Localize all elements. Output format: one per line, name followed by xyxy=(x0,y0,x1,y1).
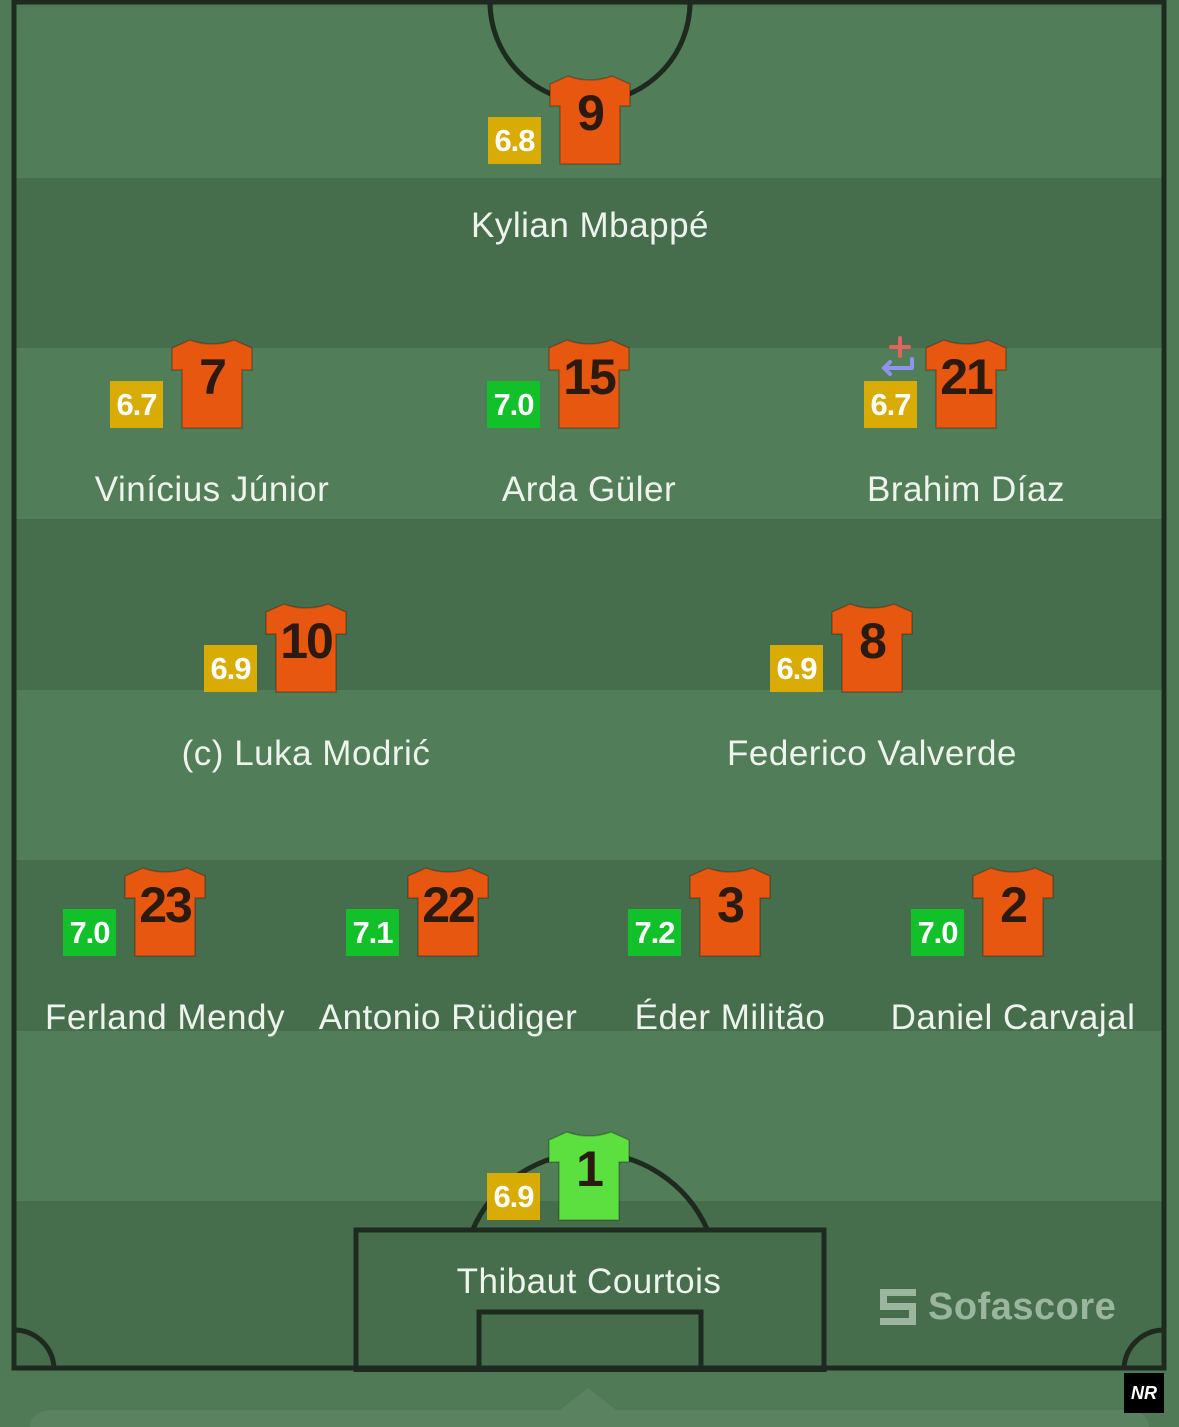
player-rating-badge: 6.7 xyxy=(110,381,163,428)
shirt-number: 9 xyxy=(577,85,605,141)
shirt-number: 15 xyxy=(563,349,617,405)
player-name: Federico Valverde xyxy=(727,734,1017,773)
shirt-number: 2 xyxy=(1000,877,1028,933)
sofascore-logo-text: Sofascore xyxy=(928,1285,1117,1328)
player-name: Vinícius Júnior xyxy=(94,470,330,509)
player-name: Brahim Díaz xyxy=(866,470,1066,509)
bottom-strip xyxy=(0,1372,1179,1427)
player-rating-badge: 7.1 xyxy=(346,909,399,956)
shirt-number: 10 xyxy=(280,613,334,669)
player-name: (c) Luka Modrić xyxy=(181,734,431,773)
player-name: Arda Güler xyxy=(501,470,677,509)
player-rating-badge: 7.2 xyxy=(628,909,681,956)
shirt-icon: 9 xyxy=(548,72,632,166)
shirt-icon: 8 xyxy=(830,600,914,694)
shirt-icon: 15 xyxy=(547,336,631,430)
pitch-stripe xyxy=(16,860,1162,1031)
player-rating-badge: 6.9 xyxy=(487,1173,540,1220)
player-name: Ferland Mendy xyxy=(45,998,285,1037)
substitution-icon xyxy=(878,334,918,378)
shirt-number: 23 xyxy=(139,877,193,933)
player-name: Daniel Carvajal xyxy=(890,998,1136,1037)
player-name: Kylian Mbappé xyxy=(470,206,710,245)
shirt-icon: 3 xyxy=(688,864,772,958)
player-rating-badge: 7.0 xyxy=(487,381,540,428)
shirt-icon: 1 xyxy=(547,1128,631,1222)
shirt-number: 21 xyxy=(940,349,994,405)
shirt-icon: 2 xyxy=(971,864,1055,958)
shirt-number: 1 xyxy=(576,1141,604,1197)
sofascore-logo: Sofascore xyxy=(880,1285,1116,1329)
shirt-icon: 21 xyxy=(924,336,1008,430)
pitch-stripe xyxy=(16,690,1162,861)
player-name: Thibaut Courtois xyxy=(456,1262,722,1301)
player-rating-badge: 7.0 xyxy=(63,909,116,956)
player-name: Éder Militão xyxy=(634,998,826,1037)
shirt-number: 3 xyxy=(717,877,745,933)
player-card[interactable]: 10 6.9 (c) Luka Modrić xyxy=(146,600,466,780)
player-rating-badge: 6.7 xyxy=(864,381,917,428)
pitch-stripe xyxy=(16,178,1162,349)
shirt-icon: 7 xyxy=(170,336,254,430)
shirt-number: 7 xyxy=(199,349,227,405)
player-rating-badge: 6.8 xyxy=(488,117,541,164)
shirt-icon: 22 xyxy=(406,864,490,958)
shirt-number: 8 xyxy=(859,613,887,669)
shirt-icon: 23 xyxy=(123,864,207,958)
player-rating-badge: 7.0 xyxy=(911,909,964,956)
player-rating-badge: 6.9 xyxy=(770,645,823,692)
player-name: Antonio Rüdiger xyxy=(318,998,578,1037)
shirt-icon: 10 xyxy=(264,600,348,694)
shirt-number: 22 xyxy=(422,877,476,933)
nr-badge: NR xyxy=(1124,1373,1164,1413)
sofascore-logo-icon xyxy=(880,1289,916,1325)
player-rating-badge: 6.9 xyxy=(204,645,257,692)
